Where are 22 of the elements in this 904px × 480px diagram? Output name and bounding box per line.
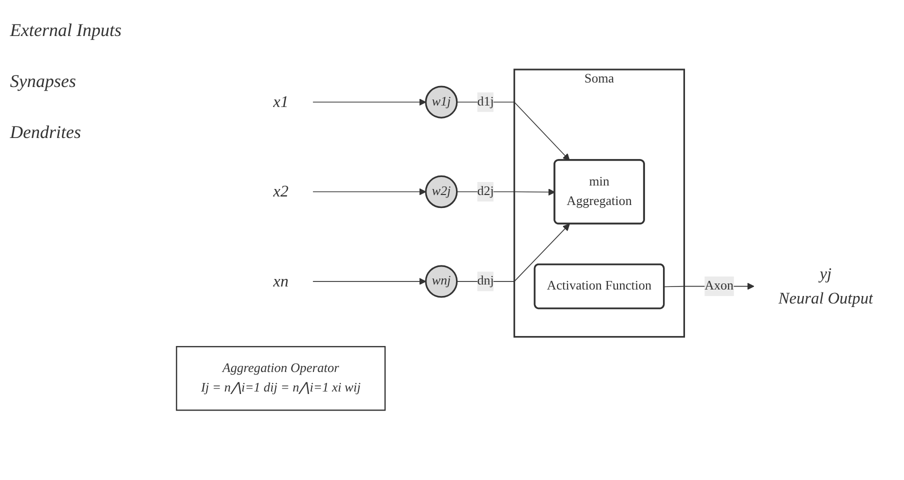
node-circle: w2j: [425, 176, 458, 208]
arrow: [312, 278, 426, 286]
node-text: x1: [273, 93, 288, 112]
arrow: [456, 102, 570, 161]
edge-label: d2j: [477, 184, 494, 198]
node-circle: wnj: [425, 265, 458, 298]
node-text: x2: [273, 182, 288, 201]
edge-label: dnj: [477, 274, 494, 288]
edge-label: d1j: [477, 94, 494, 109]
node-box: Aggregation Operator Ij = n⋀i=1 dij = n⋀i=1 xi wij: [176, 346, 386, 411]
arrow: [312, 188, 426, 196]
edge-label: Axon: [704, 279, 734, 293]
annotation-label: Dendrites: [10, 122, 82, 143]
node-circle: w1j: [425, 86, 458, 119]
arrow: [456, 188, 556, 196]
node-text: xn: [273, 272, 288, 291]
node-text: yj: [820, 265, 832, 284]
annotation-label: External Inputs: [10, 20, 122, 41]
arrow: [312, 98, 426, 106]
annotation-label: Synapses: [10, 71, 77, 92]
node-label: Neural Output: [778, 290, 874, 308]
arrow: [456, 224, 570, 282]
